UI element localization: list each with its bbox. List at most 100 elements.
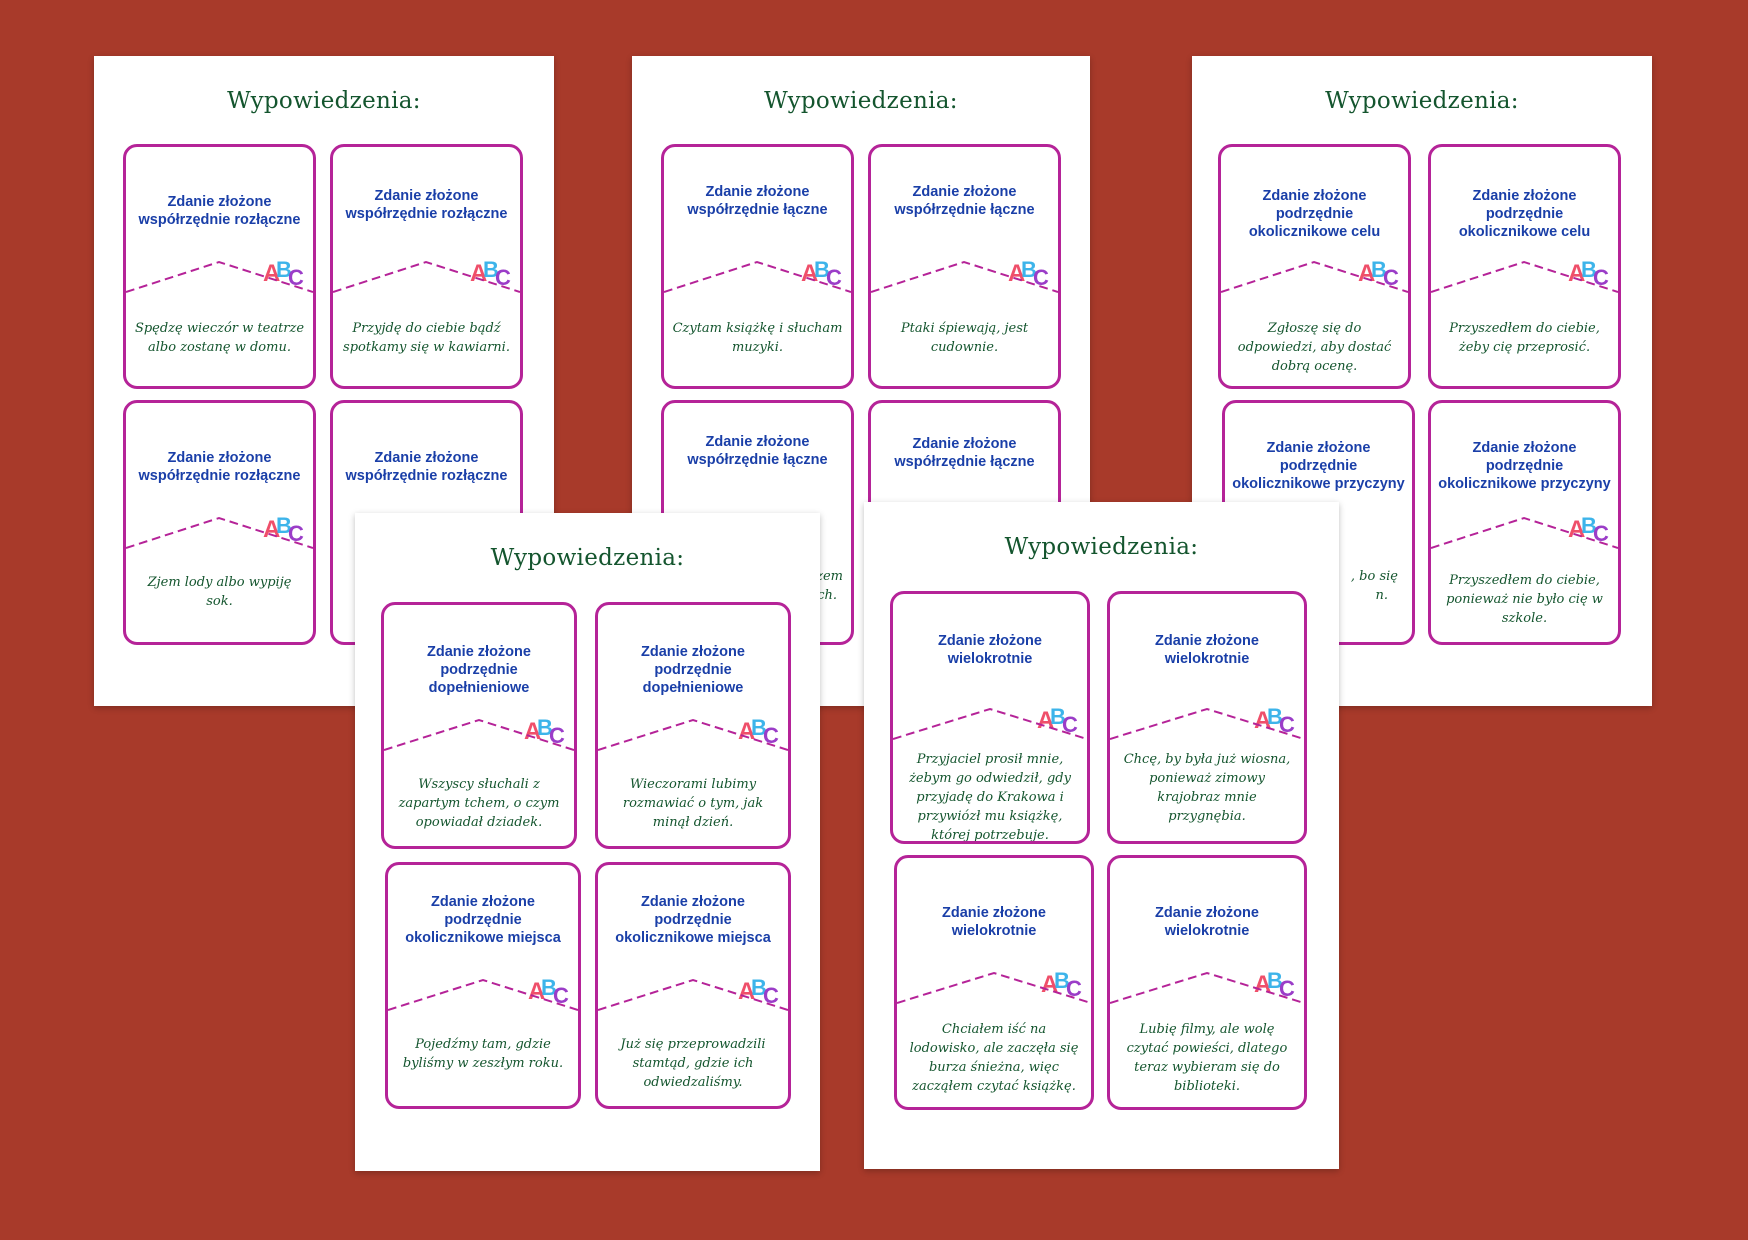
sentence-card: Zdanie złożone podrzędnie okolicznikowe … bbox=[385, 862, 581, 1109]
card-example-sentence: Przyjdę do ciebie bądź spotkamy się w ka… bbox=[343, 321, 510, 355]
abc-letters-icon: ABC bbox=[524, 715, 565, 747]
card-example-sentence: Pojedźmy tam, gdzie byliśmy w zeszłym ro… bbox=[402, 1037, 564, 1071]
partial-example-text: ch. bbox=[817, 588, 837, 603]
sentence-card: Zdanie złożone podrzędnie dopełnieniowe … bbox=[381, 602, 577, 849]
card-divider bbox=[893, 707, 1087, 740]
card-sentence-type: Zdanie złożone współrzędnie łączne bbox=[894, 436, 1035, 470]
svg-text:B: B bbox=[541, 975, 557, 1000]
svg-text:C: C bbox=[288, 521, 304, 545]
svg-text:C: C bbox=[763, 983, 779, 1007]
svg-text:B: B bbox=[1371, 257, 1387, 282]
sheet-title: Wypowiedzenia: bbox=[490, 545, 685, 571]
abc-letters-icon: ABC bbox=[1008, 257, 1049, 289]
card-example-sentence: Zgłoszę się do odpowiedzi, aby dostać do… bbox=[1237, 321, 1392, 374]
sentence-card: Zdanie złożone podrzędnie okolicznikowe … bbox=[1428, 400, 1621, 645]
sentence-card: Zdanie złożone podrzędnie okolicznikowe … bbox=[595, 862, 791, 1109]
svg-text:B: B bbox=[1581, 257, 1597, 282]
abc-letters-icon: ABC bbox=[738, 715, 779, 747]
svg-text:B: B bbox=[751, 975, 767, 1000]
sheet-title: Wypowiedzenia: bbox=[764, 88, 958, 114]
sheet-title: Wypowiedzenia: bbox=[227, 88, 421, 114]
card-sentence-type: Zdanie złożone podrzędnie dopełnieniowe bbox=[641, 644, 745, 696]
svg-text:A: A bbox=[524, 718, 541, 745]
worksheet-dopelnieniowe: Wypowiedzenia: Zdanie złożone podrzędnie… bbox=[355, 513, 820, 1171]
svg-text:B: B bbox=[1581, 513, 1597, 538]
partial-example-text: n. bbox=[1375, 588, 1388, 603]
svg-text:C: C bbox=[1593, 265, 1609, 289]
card-sentence-type: Zdanie złożone współrzędnie rozłączne bbox=[138, 194, 301, 228]
card-sentence-type: Zdanie złożone wielokrotnie bbox=[1155, 633, 1259, 667]
sheet-title: Wypowiedzenia: bbox=[1325, 88, 1519, 114]
card-sentence-type: Zdanie złożone podrzędnie okolicznikowe … bbox=[1248, 188, 1381, 240]
svg-text:C: C bbox=[1593, 521, 1609, 545]
card-sentence-type: Zdanie złożone współrzędnie łączne bbox=[894, 184, 1035, 218]
card-sentence-type: Zdanie złożone podrzędnie dopełnieniowe bbox=[427, 644, 531, 696]
sheet-title: Wypowiedzenia: bbox=[1004, 534, 1199, 560]
card-divider bbox=[1431, 516, 1618, 549]
worksheet-rozlaczne: Wypowiedzenia: Zdanie złożone współrzędn… bbox=[94, 56, 554, 706]
svg-text:B: B bbox=[276, 257, 292, 282]
svg-text:A: A bbox=[738, 718, 755, 745]
card-example-sentence: Wieczorami lubimy rozmawiać o tym, jak m… bbox=[622, 777, 764, 830]
svg-text:B: B bbox=[751, 715, 767, 740]
sentence-card: Zdanie złożone podrzędnie dopełnieniowe … bbox=[595, 602, 791, 849]
abc-letters-icon: ABC bbox=[801, 257, 842, 289]
card-example-sentence: Przyszedłem do ciebie, ponieważ nie było… bbox=[1446, 573, 1603, 626]
svg-text:C: C bbox=[495, 265, 511, 289]
card-divider bbox=[384, 718, 574, 751]
card-example-sentence: Czytam książkę i słucham muzyki. bbox=[672, 321, 843, 355]
card-example-sentence: Spędzę wieczór w teatrze albo zostanę w … bbox=[134, 321, 305, 355]
abc-letters-icon: ABC bbox=[738, 975, 779, 1007]
abc-letters-icon: ABC bbox=[528, 975, 569, 1007]
abc-letters-icon: ABC bbox=[1254, 704, 1295, 736]
svg-text:C: C bbox=[763, 723, 779, 747]
card-divider bbox=[897, 971, 1091, 1004]
card-example-sentence: Chcę, by była już wiosna, ponieważ zimow… bbox=[1123, 752, 1291, 824]
card-example-sentence: Ptaki śpiewają, jest cudownie. bbox=[900, 321, 1029, 355]
card-divider bbox=[388, 978, 578, 1011]
card-sentence-type: Zdanie złożone podrzędnie okolicznikowe … bbox=[405, 894, 561, 946]
card-divider bbox=[1110, 971, 1304, 1004]
svg-text:B: B bbox=[276, 513, 292, 538]
svg-text:A: A bbox=[528, 978, 545, 1005]
card-divider bbox=[598, 978, 788, 1011]
card-sentence-type: Zdanie złożone podrzędnie okolicznikowe … bbox=[1232, 440, 1405, 492]
svg-text:B: B bbox=[1054, 968, 1070, 993]
svg-text:C: C bbox=[1383, 265, 1399, 289]
card-divider bbox=[1110, 707, 1304, 740]
card-sentence-type: Zdanie złożone podrzędnie okolicznikowe … bbox=[1438, 440, 1611, 492]
card-sentence-type: Zdanie złożone wielokrotnie bbox=[1155, 905, 1259, 939]
card-example-sentence: Już się przeprowadzili stamtąd, gdzie ic… bbox=[620, 1037, 766, 1090]
svg-text:C: C bbox=[1279, 712, 1295, 736]
card-sentence-type: Zdanie złożone współrzędnie rozłączne bbox=[345, 188, 508, 222]
card-sentence-type: Zdanie złożone współrzędnie rozłączne bbox=[345, 450, 508, 484]
svg-text:A: A bbox=[738, 978, 755, 1005]
abc-letters-icon: ABC bbox=[1568, 257, 1609, 289]
svg-text:B: B bbox=[814, 257, 830, 282]
svg-text:C: C bbox=[1033, 265, 1049, 289]
abc-letters-icon: ABC bbox=[263, 257, 304, 289]
card-divider bbox=[871, 260, 1058, 293]
svg-text:B: B bbox=[1021, 257, 1037, 282]
card-divider bbox=[333, 260, 520, 293]
card-divider bbox=[1431, 260, 1618, 293]
card-example-sentence: Przyszedłem do ciebie, żeby cię przepros… bbox=[1449, 321, 1600, 355]
card-example-sentence: Lubię filmy, ale wolę czytać powieści, d… bbox=[1126, 1022, 1288, 1094]
svg-text:B: B bbox=[1267, 968, 1283, 993]
svg-text:C: C bbox=[826, 265, 842, 289]
card-sentence-type: Zdanie złożone współrzędnie łączne bbox=[687, 184, 828, 218]
partial-example-text: zem bbox=[816, 569, 843, 584]
svg-text:B: B bbox=[1050, 704, 1066, 729]
svg-text:B: B bbox=[483, 257, 499, 282]
card-divider bbox=[664, 260, 851, 293]
card-example-sentence: Wszyscy słuchali z zapartym tchem, o czy… bbox=[398, 777, 560, 830]
